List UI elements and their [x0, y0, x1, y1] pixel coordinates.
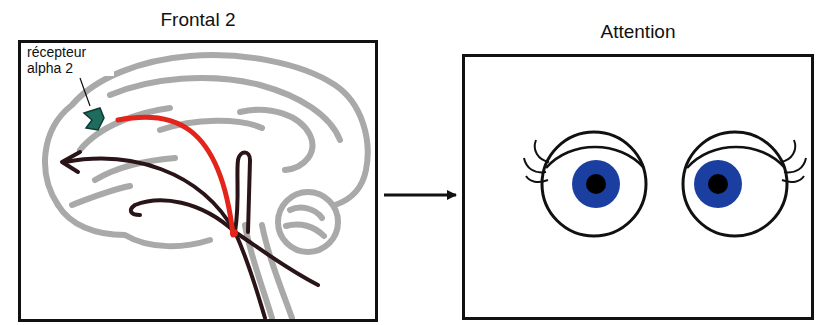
arrow-connector [384, 194, 456, 197]
noradrenergic-pathway [118, 117, 233, 235]
leader-line [80, 78, 90, 106]
panel-title: Frontal 2 [21, 9, 375, 31]
receptor-icon [84, 108, 104, 130]
brain-outline [45, 55, 368, 318]
eyes [524, 132, 806, 236]
part-label: récepteur alpha 2 [26, 44, 114, 76]
pathway [62, 152, 318, 318]
panel-box: Frontal 2 [18, 40, 378, 322]
panel-title: Attention [465, 21, 811, 43]
locus-coeruleus [230, 229, 238, 237]
panel-box: Attention [462, 54, 814, 320]
